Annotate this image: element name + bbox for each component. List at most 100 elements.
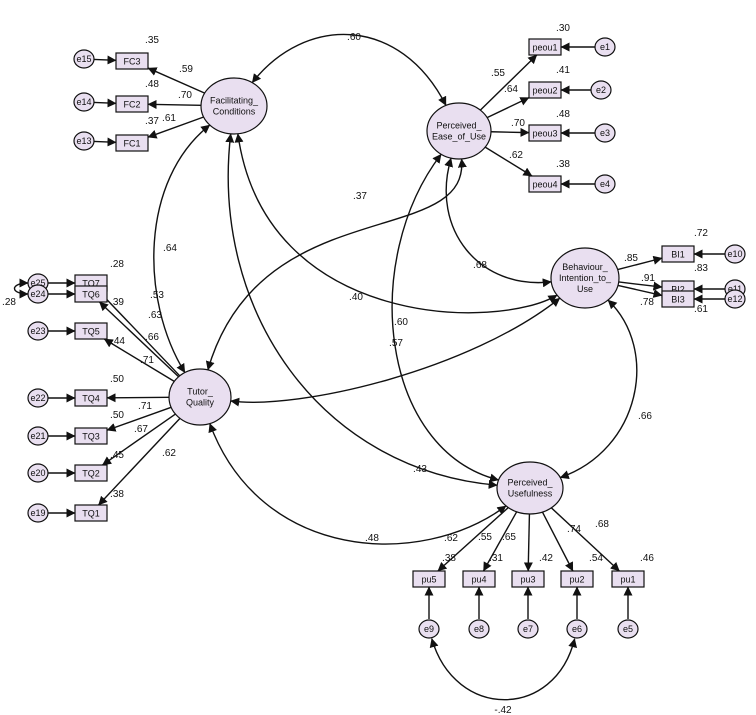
error-label-e4: e4: [600, 179, 610, 189]
covariance-TQ-PU: [208, 423, 507, 545]
loading-value-TQ5: .66: [145, 332, 159, 343]
indicator-box-TQ2: [74, 464, 108, 482]
indicator-box-pu2: [560, 570, 594, 588]
indicator-label-peou3: peou3: [532, 129, 557, 139]
error-label-e5: e5: [623, 624, 633, 634]
indicator-box-pu3: [511, 570, 545, 588]
error-circle-e21: [27, 426, 49, 446]
error-label-e12: e12: [727, 294, 742, 304]
indicator-box-peou3: [528, 124, 562, 142]
r2-value-TQ3: .50: [110, 410, 124, 421]
error-circle-e19: [27, 503, 49, 523]
loading-path-FC1: [147, 116, 204, 139]
r2-value-peou3: .48: [556, 109, 570, 120]
error-label-e10: e10: [727, 249, 742, 259]
error-covariance-e25-e24: [13, 278, 29, 299]
covariance-PEOU-TQ: [205, 158, 467, 371]
latent-label-TQ-0: Tutor_: [187, 387, 214, 397]
error-covariance-value-e25-e24: .28: [2, 297, 16, 308]
latent-label-FC-0: Facilitating_: [210, 96, 259, 106]
indicator-box-FC2: [115, 95, 149, 113]
error-label-e14: e14: [76, 97, 91, 107]
covariance-value-FC-PEOU: .60: [347, 32, 361, 43]
r2-value-TQ2: .45: [110, 450, 124, 461]
r2-value-TQ7: .28: [110, 259, 124, 270]
loading-value-pu4: .55: [478, 532, 492, 543]
r2-value-TQ6: .39: [110, 297, 124, 308]
indicator-box-TQ6: [74, 285, 108, 303]
error-circle-e8: [468, 619, 490, 639]
r2-value-TQ4: .50: [110, 374, 124, 385]
r2-value-pu3: .42: [539, 553, 553, 564]
r2-value-peou4: .38: [556, 159, 570, 170]
loading-path-peou4: [484, 146, 533, 177]
error-label-e6: e6: [572, 624, 582, 634]
error-label-e25: e25: [30, 278, 45, 288]
r2-value-FC2: .48: [145, 79, 159, 90]
indicator-label-FC1: FC1: [123, 139, 140, 149]
indicator-label-BI1: BI1: [671, 250, 685, 260]
error-circle-e2: [590, 80, 612, 100]
indicator-label-TQ4: TQ4: [82, 394, 100, 404]
error-circle-e3: [594, 123, 616, 143]
indicator-label-peou1: peou1: [532, 43, 557, 53]
r2-value-FC3: .35: [145, 35, 159, 46]
error-circle-e4: [594, 174, 616, 194]
r2-value-pu5: .38: [442, 553, 456, 564]
error-label-e24: e24: [30, 289, 45, 299]
latent-label-TQ-1: Quality: [186, 398, 215, 408]
loading-value-TQ2: .67: [134, 424, 148, 435]
error-circle-e22: [27, 388, 49, 408]
indicator-box-BI1: [661, 245, 695, 263]
error-label-e19: e19: [30, 508, 45, 518]
loading-path-peou1: [479, 54, 538, 111]
indicator-box-peou1: [528, 38, 562, 56]
indicator-label-pu5: pu5: [421, 575, 436, 585]
error-circle-e9: [418, 619, 440, 639]
error-label-e2: e2: [596, 85, 606, 95]
error-circle-e20: [27, 463, 49, 483]
error-label-e23: e23: [30, 326, 45, 336]
r2-value-BI2: .83: [694, 263, 708, 274]
indicator-label-FC3: FC3: [123, 57, 140, 67]
error-circle-e5: [617, 619, 639, 639]
latent-label-BI-1: Intention_to_: [559, 273, 612, 283]
covariance-BI-PU: [559, 299, 638, 480]
loading-path-BI3: [617, 284, 663, 298]
indicator-box-FC1: [115, 134, 149, 152]
error-label-e9: e9: [424, 624, 434, 634]
latent-label-FC-1: Conditions: [213, 107, 256, 117]
latent-label-PU-1: Usefulness: [508, 489, 553, 499]
indicator-label-pu2: pu2: [569, 575, 584, 585]
covariance-value-FC-PU: .43: [413, 464, 427, 475]
covariance-value-PEOU-TQ: .37: [353, 191, 367, 202]
error-label-e7: e7: [523, 624, 533, 634]
loading-path-BI2: [618, 281, 663, 291]
error-circle-e12: [724, 289, 746, 309]
error-label-e1: e1: [600, 42, 610, 52]
indicator-label-BI2: BI2: [671, 285, 685, 295]
loading-path-TQ6: [98, 301, 180, 378]
indicator-label-pu3: pu3: [520, 575, 535, 585]
indicator-box-TQ3: [74, 427, 108, 445]
loading-path-TQ4: [106, 393, 170, 403]
loading-path-FC2: [147, 99, 202, 109]
latent-FC: [200, 77, 268, 135]
error-circle-e24: [27, 284, 49, 304]
indicator-label-TQ7: TQ7: [82, 279, 100, 289]
indicator-label-TQ2: TQ2: [82, 469, 100, 479]
latent-label-PU-0: Perceived_: [507, 478, 553, 488]
loading-path-TQ1: [98, 417, 181, 506]
indicator-label-pu4: pu4: [471, 575, 486, 585]
r2-value-TQ1: .38: [110, 489, 124, 500]
indicator-box-pu5: [412, 570, 446, 588]
loading-path-pu2: [541, 511, 574, 572]
loading-value-FC2: .70: [178, 90, 192, 101]
loading-value-BI3: .78: [640, 297, 654, 308]
loading-value-TQ4: .71: [140, 355, 154, 366]
indicator-box-FC3: [115, 52, 149, 70]
loading-path-pu3: [523, 513, 533, 572]
loading-value-peou4: .62: [509, 150, 523, 161]
error-label-e3: e3: [600, 128, 610, 138]
error-circle-e7: [517, 619, 539, 639]
